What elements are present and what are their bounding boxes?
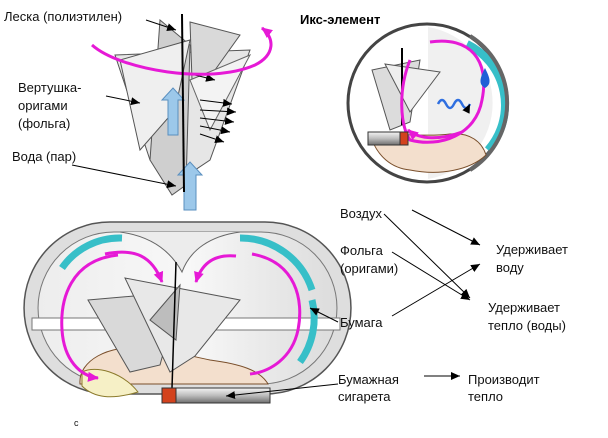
relation-holds-water-2: воду [496, 260, 524, 275]
x-element-small [346, 22, 510, 184]
label-corner-mark: c [74, 418, 79, 428]
relation-air: Воздух [340, 206, 383, 221]
diagram-title: Икс-элемент [300, 12, 380, 27]
relation-foil-1: Фольга [340, 243, 384, 258]
relation-produces-heat-1: Производит [468, 372, 540, 387]
pinwheel-detail [71, 13, 273, 211]
label-water: Вода (пар) [12, 149, 76, 164]
label-pinwheel-3: (фольга) [18, 116, 70, 131]
label-cigarette-2: сигарета [338, 389, 391, 404]
label-pinwheel-2: оригами [18, 98, 68, 113]
relation-produces-heat-2: тепло [468, 389, 503, 404]
x-element-large [23, 221, 352, 404]
relation-holds-water-1: Удерживает [496, 242, 568, 257]
label-cigarette-1: Бумажная [338, 372, 399, 387]
relation-arrows [383, 209, 481, 380]
label-pinwheel-1: Вертушка- [18, 80, 81, 95]
relation-holds-heat-2: тепло (воды) [488, 318, 566, 333]
relation-foil-2: (оригами) [340, 261, 398, 276]
label-fishing-line: Леска (полиэтилен) [4, 9, 122, 24]
label-paper-left: Бумага [340, 315, 383, 330]
relation-holds-heat-1: Удерживает [488, 300, 560, 315]
